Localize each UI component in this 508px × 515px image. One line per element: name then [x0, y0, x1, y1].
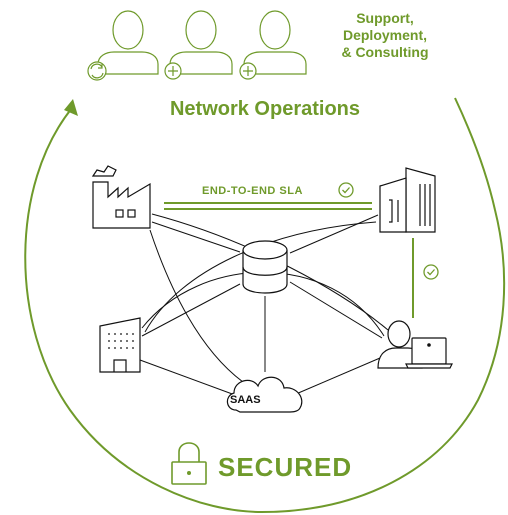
office-building-icon [379, 167, 436, 233]
support-line: Deployment, [342, 27, 427, 43]
user-add-icon [164, 10, 233, 80]
support-label: Support, Deployment, & Consulting [300, 10, 470, 61]
sla-label: END-TO-END SLA [202, 185, 303, 197]
secured-ring [24, 97, 506, 513]
link-database-user [289, 281, 383, 339]
user-add-icon [239, 10, 307, 80]
small-building-icon [99, 317, 141, 373]
ring-arc-left [24, 107, 263, 513]
saas-label: SAAS [230, 394, 261, 406]
support-line: & Consulting [341, 44, 429, 60]
saas-cloud-icon [226, 376, 303, 413]
link-factory-saas [149, 229, 244, 383]
link-factory-database [151, 221, 241, 253]
ring-arrow-head [64, 99, 78, 116]
factory-icon [91, 165, 151, 229]
database-icon [242, 240, 288, 294]
padlock-icon [171, 442, 207, 485]
user-laptop-icon [377, 320, 453, 369]
link-office-building [144, 221, 377, 333]
link-office-database [289, 214, 379, 254]
sla-links [164, 202, 414, 318]
user-refresh-icon [87, 10, 159, 81]
support-line: Support, [356, 10, 414, 26]
secured-label: SECURED [218, 452, 353, 482]
check-circle-icon [338, 182, 354, 198]
check-circle-icon [423, 264, 439, 280]
link-user-saas [295, 357, 381, 395]
ring-arc-right [261, 97, 506, 513]
network-operations-title: Network Operations [169, 98, 361, 120]
link-building-database [141, 283, 241, 337]
link-building-saas [139, 359, 236, 396]
